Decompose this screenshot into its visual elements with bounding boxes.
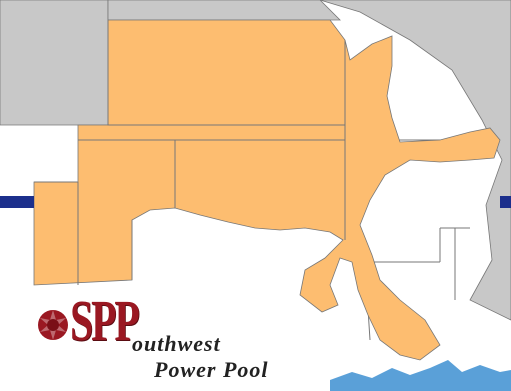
neighbor-area-northeast — [319, 0, 511, 321]
logo-name-line2: Power Pool — [154, 357, 269, 382]
header-bar-right — [500, 196, 511, 208]
spp-service-territory — [33, 19, 501, 361]
spp-seal-icon — [38, 310, 68, 340]
logo-name-line1: outhwest — [132, 331, 221, 356]
logo-abbreviation: SPP — [70, 288, 140, 353]
neighbor-area-north — [107, 0, 341, 21]
state-border-lines — [345, 139, 500, 341]
header-bar-left — [0, 196, 34, 208]
gulf-water — [330, 360, 511, 391]
spp-logo: SPP outhwest Power Pool — [34, 292, 284, 388]
neighbor-area-northwest — [0, 0, 109, 126]
territory-state-lines — [34, 20, 346, 285]
